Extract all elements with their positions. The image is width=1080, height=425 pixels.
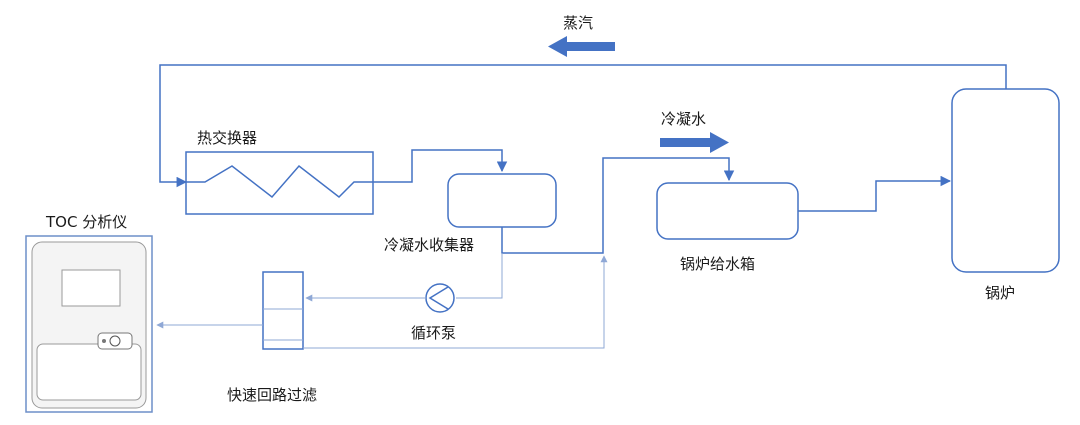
exchanger-to-collector-pipe — [373, 149, 508, 183]
boiler-label: 锅炉 — [985, 284, 1015, 302]
toc-analyzer — [25, 235, 153, 413]
filter-return-line — [303, 255, 608, 349]
analyzer-screen — [61, 269, 121, 307]
toc-analyzer-label: TOC 分析仪 — [45, 213, 127, 231]
steam-label: 蒸汽 — [563, 14, 593, 32]
feedwater-to-boiler-pipe — [798, 175, 952, 212]
analyzer-knob-icon — [109, 335, 121, 347]
condensate-flow-arrow-icon — [660, 132, 729, 153]
heat-exchanger — [185, 151, 374, 215]
condensate-label: 冷凝水 — [661, 110, 706, 128]
steam-flow-arrow-icon — [548, 36, 615, 57]
condensate-collector-label: 冷凝水收集器 — [384, 236, 474, 254]
collector-to-pump-line — [456, 253, 503, 299]
boiler — [951, 88, 1060, 273]
heat-exchanger-coil — [186, 164, 373, 199]
circulation-pump-label: 循环泵 — [411, 324, 456, 342]
analyzer-lower-panel — [36, 343, 142, 401]
steam-pipe — [159, 64, 1007, 188]
fast-loop-filter-label: 快速回路过滤 — [227, 386, 317, 404]
heat-exchanger-label: 热交换器 — [197, 129, 257, 147]
pump-icon — [425, 283, 455, 313]
fast-loop-filter — [262, 271, 304, 350]
feedwater-tank-label: 锅炉给水箱 — [680, 255, 755, 273]
condensate-collector — [447, 173, 557, 228]
collector-to-feedwater-pipe — [501, 157, 735, 254]
feedwater-tank — [656, 182, 799, 240]
